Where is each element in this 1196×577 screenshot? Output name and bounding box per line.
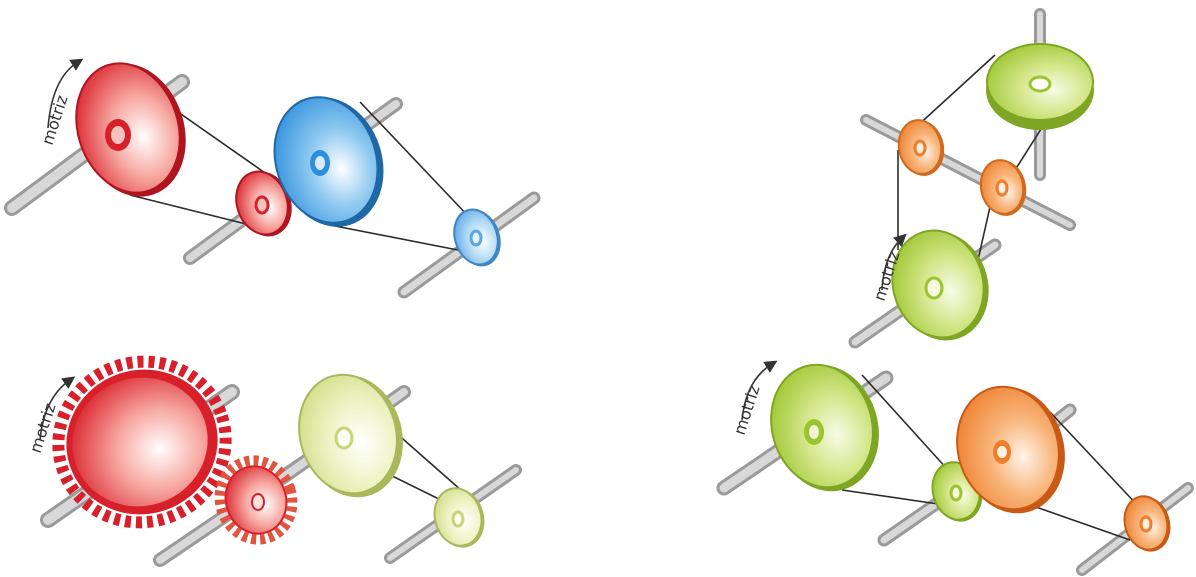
hub xyxy=(256,197,268,213)
hub xyxy=(997,181,1007,195)
diagram-compound-belt-red-blue: motriz xyxy=(12,49,534,292)
belt xyxy=(915,55,995,128)
diagram-vertical-belt-green-orange: motriz xyxy=(855,14,1094,351)
belt xyxy=(842,490,945,505)
hub xyxy=(453,512,463,526)
hub xyxy=(1141,517,1151,531)
driver-label: motriz xyxy=(38,93,72,147)
hub xyxy=(471,231,481,245)
hub xyxy=(1030,77,1050,91)
belt xyxy=(130,195,250,225)
hub xyxy=(336,428,352,448)
hub xyxy=(252,494,264,510)
hub xyxy=(111,126,125,144)
hub xyxy=(951,486,961,500)
hub xyxy=(809,425,819,439)
diagram-gear-and-belt-red-yellow: motriz xyxy=(26,340,516,560)
hub xyxy=(315,156,325,170)
hub xyxy=(915,141,925,155)
hub xyxy=(926,278,942,298)
hub xyxy=(997,446,1007,458)
driver-label: motriz xyxy=(730,383,764,437)
belt xyxy=(330,225,468,252)
diagram-compound-belt-green-orange: motriz xyxy=(724,353,1188,570)
